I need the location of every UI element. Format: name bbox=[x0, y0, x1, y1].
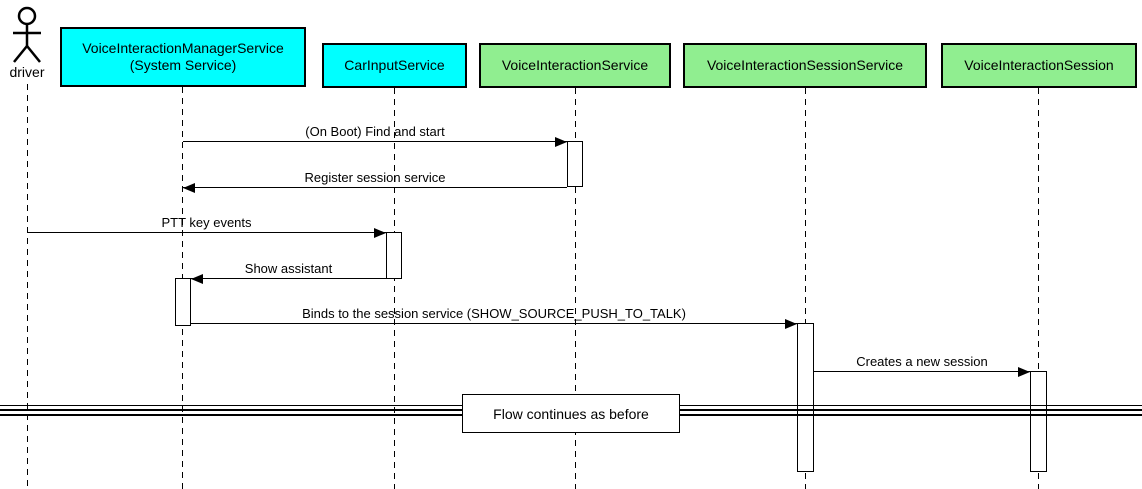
participant-label: VoiceInteractionService bbox=[501, 57, 649, 73]
message-label: (On Boot) Find and start bbox=[305, 124, 445, 139]
message-arrow bbox=[183, 137, 567, 147]
participant-label: VoiceInteractionSessionService bbox=[706, 57, 904, 73]
message-arrow bbox=[27, 228, 386, 238]
participant-voice-interaction-manager-service: VoiceInteractionManagerService (System S… bbox=[60, 27, 306, 87]
participant-voice-interaction-session: VoiceInteractionSession bbox=[941, 43, 1137, 88]
lifeline-car-input-service bbox=[394, 88, 395, 489]
message-on-boot-find-and-start: (On Boot) Find and start bbox=[183, 124, 567, 147]
activation-voice-interaction-service bbox=[567, 141, 583, 187]
arrowhead-right-icon bbox=[555, 137, 567, 147]
actor-label: driver bbox=[9, 64, 45, 80]
arrowhead-right-icon bbox=[785, 319, 797, 329]
arrowhead-left-icon bbox=[183, 183, 195, 193]
arrowhead-right-icon bbox=[1018, 367, 1030, 377]
participant-label: VoiceInteractionManagerService bbox=[82, 40, 284, 56]
message-label: PTT key events bbox=[161, 215, 252, 230]
message-creates-a-new-session: Creates a new session bbox=[814, 354, 1030, 377]
participant-label: VoiceInteractionSession bbox=[964, 57, 1114, 73]
message-register-session-service: Register session service bbox=[183, 170, 567, 193]
lifeline-voice-interaction-service bbox=[575, 88, 576, 489]
activation-voice-interaction-session-service bbox=[797, 323, 814, 472]
message-arrow bbox=[183, 183, 567, 193]
participant-sublabel: (System Service) bbox=[129, 57, 237, 73]
lifeline-driver bbox=[27, 84, 28, 489]
message-label: Binds to the session service (SHOW_SOURC… bbox=[302, 306, 686, 321]
message-arrow bbox=[814, 367, 1030, 377]
message-arrow bbox=[191, 274, 386, 284]
lifeline-voice-interaction-session bbox=[1038, 88, 1039, 489]
activation-voice-interaction-session bbox=[1030, 371, 1047, 472]
participant-voice-interaction-service: VoiceInteractionService bbox=[479, 43, 671, 88]
arrowhead-right-icon bbox=[374, 228, 386, 238]
message-label: Register session service bbox=[304, 170, 446, 185]
activation-car-input-service bbox=[386, 232, 402, 279]
participant-voice-interaction-session-service: VoiceInteractionSessionService bbox=[683, 43, 927, 88]
participant-car-input-service: CarInputService bbox=[322, 43, 467, 88]
participant-label: CarInputService bbox=[344, 57, 445, 73]
arrowhead-left-icon bbox=[191, 274, 203, 284]
message-show-assistant: Show assistant bbox=[191, 261, 386, 284]
lifeline-voice-interaction-session-service bbox=[805, 88, 806, 489]
message-label: Show assistant bbox=[244, 261, 333, 276]
actor-person-icon bbox=[13, 6, 41, 63]
divider-label-box: Flow continues as before bbox=[462, 394, 680, 433]
message-ptt-key-events: PTT key events bbox=[27, 215, 386, 238]
activation-voice-interaction-manager-service bbox=[175, 278, 191, 326]
message-binds-to-session-service: Binds to the session service (SHOW_SOURC… bbox=[191, 306, 797, 329]
message-arrow bbox=[191, 319, 797, 329]
divider-label: Flow continues as before bbox=[493, 405, 649, 422]
message-label: Creates a new session bbox=[856, 354, 988, 369]
